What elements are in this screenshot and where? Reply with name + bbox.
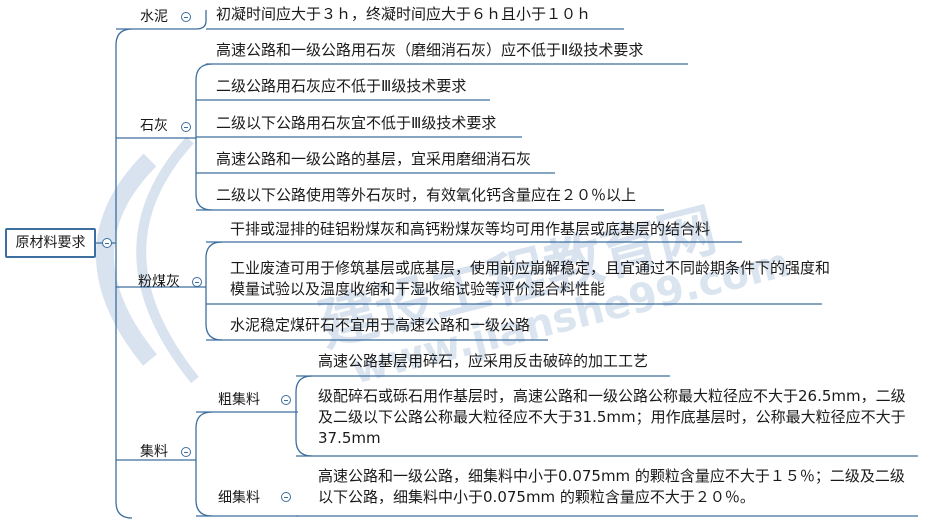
flyash-item: 工业废渣可用于修筑基层或底基层，使用前应崩解稳定，且宜通过不同龄期条件下的强度和… <box>230 259 831 298</box>
section-cement-label[interactable]: 水泥 <box>140 9 168 25</box>
lime-item: 二级以下公路使用等外石灰时，有效氧化钙含量应在２０％以上 <box>216 186 637 204</box>
lime-item: 高速公路和一级公路的基层，宜采用磨细消石灰 <box>216 150 532 168</box>
collapse-icon[interactable] <box>181 447 191 457</box>
section-lime-label[interactable]: 石灰 <box>140 118 168 134</box>
coarse-item: 高速公路基层用碎石，应采用反击破碎的加工工艺 <box>318 352 649 370</box>
section-flyash-label[interactable]: 粉煤灰 <box>138 274 180 290</box>
section-aggregate-label[interactable]: 集料 <box>140 444 168 460</box>
fine-item: 高速公路和一级公路，细集料中小于0.075mm 的颗粒含量应不大于１５％；二级及… <box>318 467 905 506</box>
cement-item: 初凝时间应大于３ｈ，终凝时间应大于６ｈ且小于１０ｈ <box>216 5 592 23</box>
collapse-icon[interactable] <box>281 492 291 502</box>
coarse-item: 级配碎石或砾石用作基层时，高速公路和一级公路公称最大粒径应不大于26.5mm，二… <box>318 387 906 447</box>
collapse-icon[interactable] <box>181 122 191 132</box>
root-node[interactable]: 原材料要求 <box>5 228 96 258</box>
collapse-icon[interactable] <box>192 277 202 287</box>
flyash-item: 水泥稳定煤矸石不宜用于高速公路和一级公路 <box>230 316 531 334</box>
fine-aggregate-label[interactable]: 细集料 <box>218 490 260 506</box>
lime-item: 高速公路和一级公路用石灰（磨细消石灰）应不低于Ⅱ级技术要求 <box>216 41 644 59</box>
collapse-icon[interactable] <box>102 238 112 248</box>
lime-item: 二级以下公路用石灰宜不低于Ⅲ级技术要求 <box>216 114 497 132</box>
flyash-item: 干排或湿排的硅铝粉煤灰和高钙粉煤灰等均可用作基层或底基层的结合料 <box>230 220 711 238</box>
lime-item: 二级公路用石灰应不低于Ⅲ级技术要求 <box>216 77 467 95</box>
collapse-icon[interactable] <box>281 395 291 405</box>
coarse-aggregate-label[interactable]: 粗集料 <box>218 392 260 408</box>
collapse-icon[interactable] <box>181 12 191 22</box>
